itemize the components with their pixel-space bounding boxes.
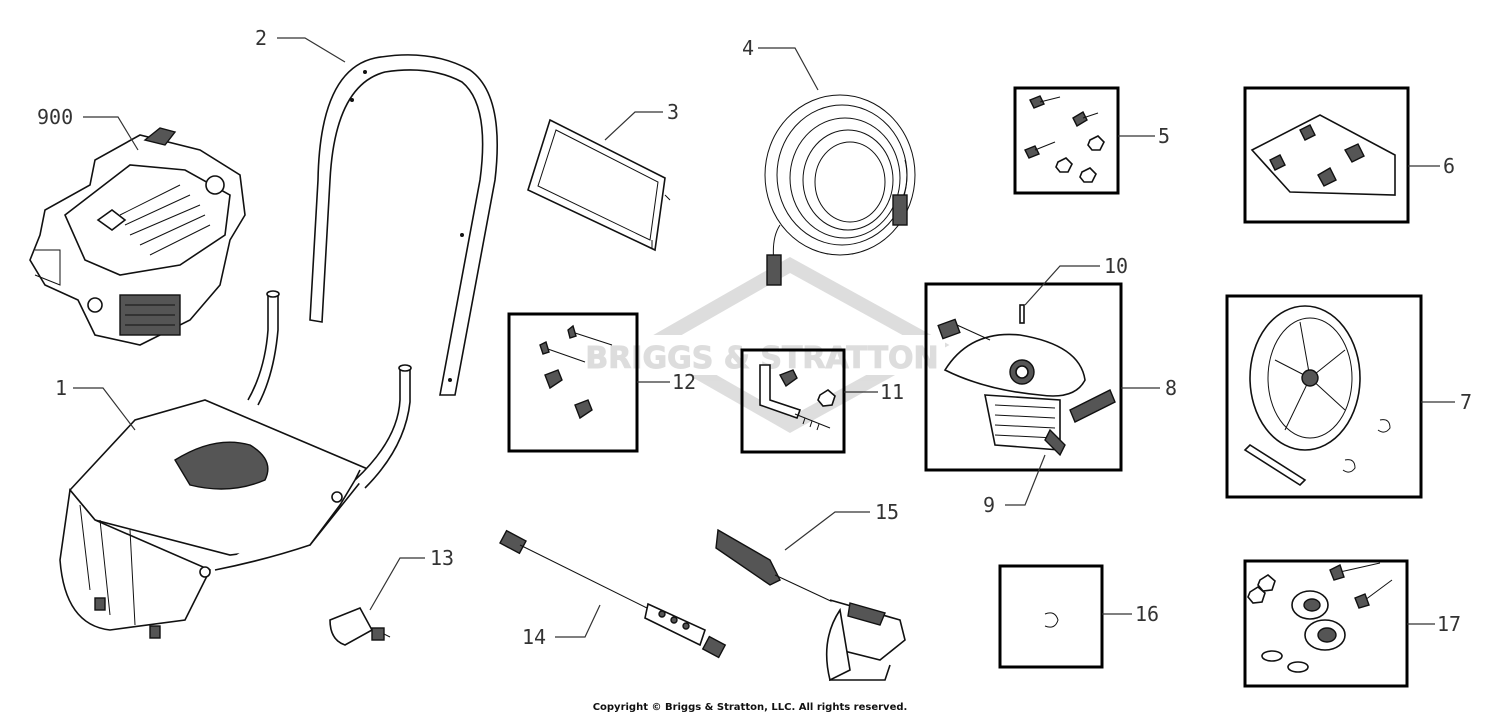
label-900: 900 xyxy=(37,105,73,129)
label-17: 17 xyxy=(1437,612,1461,636)
label-5: 5 xyxy=(1158,124,1170,148)
label-4: 4 xyxy=(742,36,754,60)
callout-labels: 900 1 2 3 4 5 6 7 8 9 10 11 12 13 14 15 … xyxy=(37,26,1472,649)
part-12-bolt-kit[interactable] xyxy=(507,312,639,453)
part-1-frame[interactable] xyxy=(59,290,412,639)
part-7-wheel-kit[interactable] xyxy=(1225,294,1423,499)
part-2-handle[interactable] xyxy=(309,54,498,396)
label-16: 16 xyxy=(1135,602,1159,626)
label-12: 12 xyxy=(672,370,696,394)
label-8: 8 xyxy=(1165,376,1177,400)
part-14-wand[interactable] xyxy=(499,529,727,659)
label-14: 14 xyxy=(522,625,546,649)
label-9: 9 xyxy=(983,493,995,517)
part-8-pump[interactable] xyxy=(924,282,1123,472)
label-10: 10 xyxy=(1104,254,1128,278)
part-6-nozzle-kit[interactable] xyxy=(1243,86,1410,224)
part-17-wheel-hardware-kit[interactable] xyxy=(1243,559,1409,688)
brand-watermark: BRIGGS & STRATTON xyxy=(585,256,950,434)
label-15: 15 xyxy=(875,500,899,524)
label-11: 11 xyxy=(880,380,904,404)
label-6: 6 xyxy=(1443,154,1455,178)
leader-lines xyxy=(73,37,1455,638)
part-11-axle-kit[interactable] xyxy=(740,348,846,454)
label-3: 3 xyxy=(667,100,679,124)
label-1: 1 xyxy=(55,376,67,400)
label-2: 2 xyxy=(255,26,267,50)
part-4-hose[interactable] xyxy=(764,94,916,286)
copyright-text: Copyright © Briggs & Stratton, LLC. All … xyxy=(592,702,908,713)
part-5-hardware-kit[interactable] xyxy=(1013,86,1120,195)
part-3-panel[interactable] xyxy=(527,118,671,252)
part-16-clip[interactable] xyxy=(998,564,1104,669)
label-7: 7 xyxy=(1460,390,1472,414)
part-900-engine[interactable] xyxy=(29,127,246,346)
part-13-turbo-nozzle[interactable] xyxy=(329,606,391,646)
label-13: 13 xyxy=(430,546,454,570)
part-10-pin[interactable] xyxy=(1019,304,1025,324)
part-15-spray-gun[interactable] xyxy=(715,528,906,682)
